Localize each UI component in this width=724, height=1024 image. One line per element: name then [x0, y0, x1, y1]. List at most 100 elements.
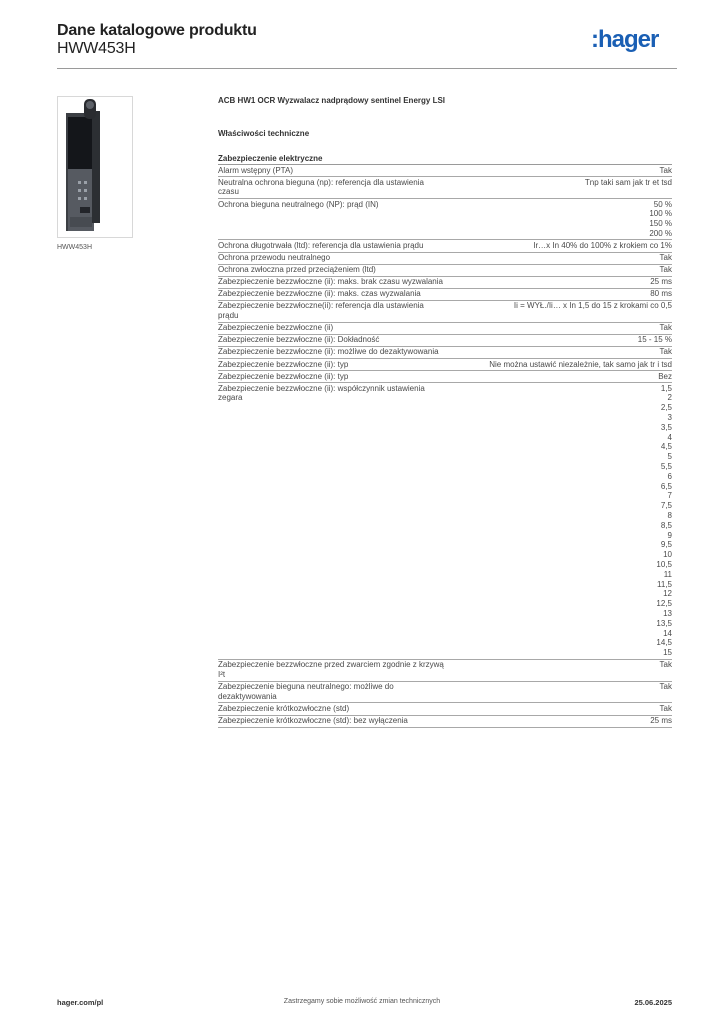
property-value: 25 ms	[450, 276, 672, 289]
property-value-line: Nie można ustawić niezależnie, tak samo …	[489, 359, 672, 369]
property-value-line: 15	[663, 648, 672, 658]
table-row: Zabezpieczenie bezzwłoczne (ii): typ Bez	[218, 370, 672, 384]
section-title: Właściwości techniczne	[218, 129, 310, 138]
table-row: Zabezpieczenie bezzwłoczne (ii)Tak	[218, 322, 672, 335]
header-divider	[57, 68, 677, 69]
product-title: ACB HW1 OCR Wyzwalacz nadprądowy sentine…	[218, 96, 446, 105]
property-label: Neutralna ochrona bieguna (np): referenc…	[218, 176, 450, 199]
product-code: HWW453H	[57, 40, 136, 57]
table-row: Ochrona zwłoczna przed przeciążeniem (lt…	[218, 264, 672, 277]
property-value-line: Tnp taki sam jak tr et tsd	[584, 177, 672, 187]
property-value-line: 13	[663, 609, 672, 618]
property-value-line: 9	[667, 530, 672, 540]
property-value-line: 3,5	[660, 422, 672, 432]
property-label: Zabezpieczenie bezzwłoczne przed zwarcie…	[218, 659, 450, 682]
property-label: Zabezpieczenie bezzwłoczne (ii): maks. c…	[218, 288, 450, 301]
property-label: Ochrona długotrwała (ltd): referencja dl…	[218, 239, 450, 253]
table-row: Zabezpieczenie bezzwłoczne (ii): współcz…	[218, 382, 672, 660]
hager-logo: :hager	[591, 26, 660, 53]
property-label: Zabezpieczenie krótkozwłoczne (std): bez…	[218, 715, 450, 728]
property-value-line: 7,5	[660, 501, 672, 511]
property-value-line: Tak	[659, 704, 672, 714]
property-value-line: 200 %	[649, 228, 672, 238]
property-value-line: Tak	[659, 660, 672, 670]
footer-website[interactable]: hager.com/pl	[57, 998, 104, 1007]
property-label: Ochrona bieguna neutralnego (NP): prąd (…	[218, 198, 450, 241]
property-value-line: Bez	[658, 371, 672, 381]
property-value-line: 13,5	[656, 618, 672, 628]
logo-text: :hager	[591, 26, 659, 53]
property-value: Tak	[450, 264, 672, 277]
property-value: 15 - 15 %	[450, 334, 672, 347]
product-image-icon	[66, 99, 100, 231]
property-value-line: Tak	[659, 165, 672, 175]
property-value: Nie można ustawić niezależnie, tak samo …	[450, 358, 672, 372]
property-label: Zabezpieczenie bezzwłoczne (ii): typ	[218, 358, 450, 372]
table-row: Zabezpieczenie bezzwłoczne przed zwarcie…	[218, 659, 672, 682]
table-row: Zabezpieczenie bezzwłoczne(ii): referenc…	[218, 300, 672, 323]
property-value-line: 9,5	[660, 540, 672, 550]
property-value-line: Tak	[659, 265, 672, 275]
property-value: Ii = WYŁ./Ii… x In 1,5 do 15 z krokami c…	[450, 300, 672, 323]
property-value: Tak	[450, 681, 672, 704]
property-label: Ochrona zwłoczna przed przeciążeniem (lt…	[218, 264, 450, 277]
property-value-line: 6,5	[660, 481, 672, 491]
property-value-line: Tak	[659, 347, 672, 357]
property-value: 50 %100 %150 %200 %	[450, 198, 672, 241]
property-value: Ir…x In 40% do 100% z krokiem co 1%	[450, 239, 672, 253]
property-value-line: 50 %	[653, 199, 672, 209]
property-value-line: 2,5	[660, 403, 672, 413]
product-photo	[57, 96, 133, 238]
property-label: Ochrona przewodu neutralnego	[218, 252, 450, 265]
property-value-line: 8,5	[660, 520, 672, 530]
property-value-line: 100 %	[649, 209, 672, 219]
property-value: Tak	[450, 252, 672, 265]
property-value: Tak	[450, 702, 672, 716]
property-value: Tak	[450, 346, 672, 359]
property-value-line: 5,5	[660, 462, 672, 472]
property-label: Zabezpieczenie krótkozwłoczne (std)	[218, 702, 450, 716]
property-value-line: 2	[667, 393, 672, 403]
page-header: Dane katalogowe produktu HWW453H :hager	[57, 22, 677, 68]
property-value-line: 4,5	[660, 442, 672, 452]
property-value-line: 12,5	[656, 599, 672, 609]
property-label: Zabezpieczenie bezzwłoczne (ii): współcz…	[218, 382, 450, 660]
photo-caption: HWW453H	[57, 244, 93, 251]
property-value-line: 14	[663, 628, 672, 638]
property-value-line: 14,5	[656, 638, 672, 648]
property-value: Tak	[450, 165, 672, 178]
table-row: Zabezpieczenie bezzwłoczne (ii): maks. b…	[218, 276, 672, 289]
property-value-line: 11	[663, 569, 672, 579]
property-value-line: 6	[667, 471, 672, 481]
table-row: Ochrona bieguna neutralnego (NP): prąd (…	[218, 198, 672, 241]
property-value-line: 8	[667, 511, 672, 521]
property-value: 25 ms	[450, 715, 672, 728]
property-value-line: 3	[667, 413, 672, 423]
footer-date: 25.06.2025	[634, 998, 672, 1007]
property-label: Zabezpieczenie bezzwłoczne (ii): typ	[218, 370, 450, 384]
property-value-line: Ir…x In 40% do 100% z krokiem co 1%	[533, 241, 672, 251]
property-value-line: 25 ms	[650, 716, 672, 726]
table-row: Ochrona długotrwała (ltd): referencja dl…	[218, 239, 672, 253]
table-row: Zabezpieczenie bezzwłoczne (ii): maks. c…	[218, 288, 672, 301]
property-value: Tak	[450, 322, 672, 335]
property-value-line: 10,5	[656, 560, 672, 570]
property-value-line: 11,5	[657, 579, 672, 589]
property-label: Zabezpieczenie bezzwłoczne(ii): referenc…	[218, 300, 450, 323]
property-value-line: 10	[663, 550, 672, 560]
table-row: Zabezpieczenie bieguna neutralnego: możl…	[218, 681, 672, 704]
footer-notice: Zastrzegamy sobie możliwość zmian techni…	[283, 998, 441, 1005]
table-row: Zabezpieczenie bezzwłoczne (ii): Dokładn…	[218, 334, 672, 347]
property-value-line: 12	[663, 589, 672, 599]
property-value: 80 ms	[450, 288, 672, 301]
property-label: Zabezpieczenie bezzwłoczne (ii): możliwe…	[218, 346, 450, 359]
property-label: Zabezpieczenie bezzwłoczne (ii): Dokładn…	[218, 334, 450, 347]
table-row: Neutralna ochrona bieguna (np): referenc…	[218, 176, 672, 199]
property-value-line: 80 ms	[650, 289, 672, 299]
property-label: Alarm wstępny (PTA)	[218, 165, 450, 178]
property-value-line: 4	[667, 432, 672, 442]
property-value-line: 1,5	[660, 383, 672, 393]
property-value-line: Tak	[659, 323, 672, 333]
